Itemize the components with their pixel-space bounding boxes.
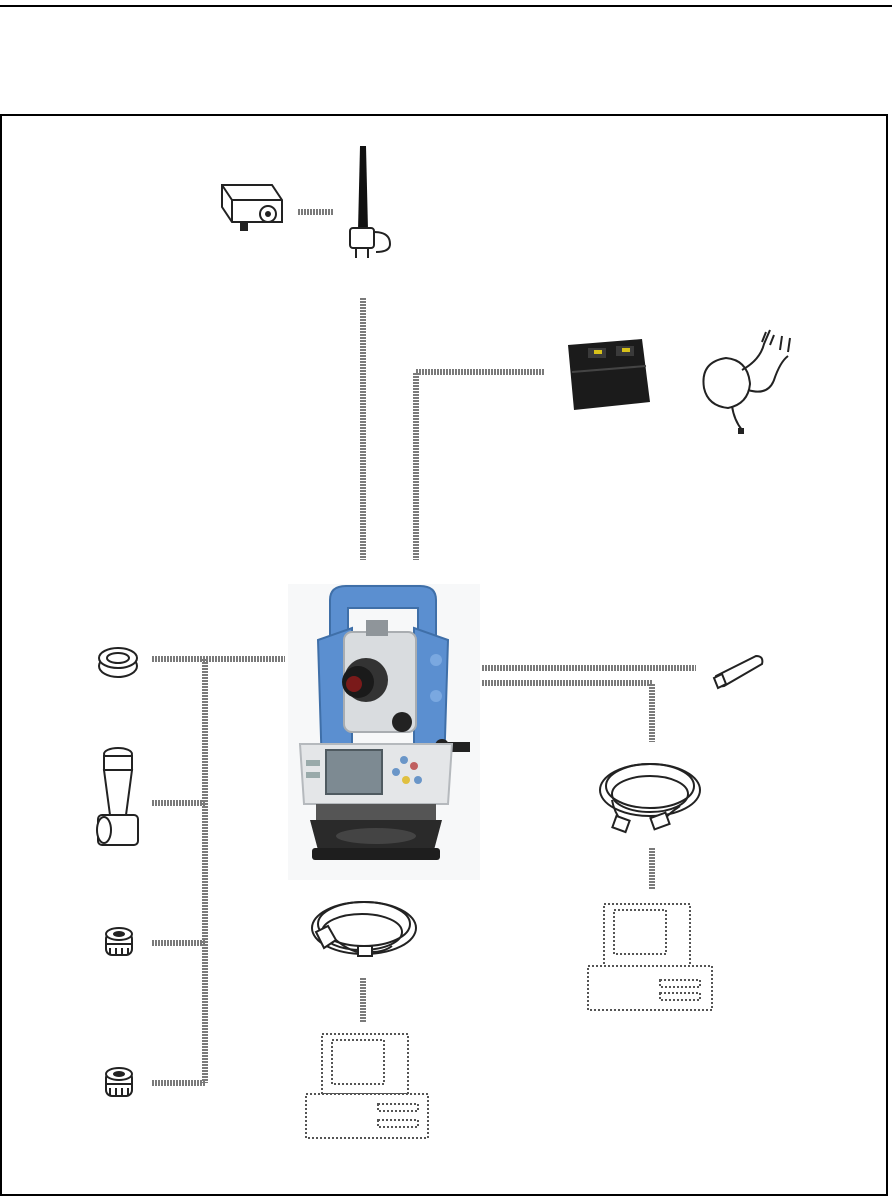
diagonal-eyepiece-icon bbox=[97, 748, 138, 845]
data-cable-icon bbox=[600, 764, 700, 832]
eyepiece-lens-icon bbox=[106, 1068, 132, 1096]
eyepiece-lens-icon bbox=[106, 928, 132, 955]
battery-charger-icon bbox=[568, 339, 650, 410]
ac-adapter-icon bbox=[703, 330, 790, 434]
antenna-icon bbox=[350, 146, 390, 258]
data-cable-icon bbox=[312, 902, 416, 956]
computer-icon bbox=[306, 1034, 428, 1138]
lens-cap-icon bbox=[99, 648, 137, 677]
usb-memory-icon bbox=[714, 656, 762, 688]
total-station-icon bbox=[288, 584, 480, 880]
connector-cable-right bbox=[482, 683, 652, 742]
computer-icon bbox=[588, 904, 712, 1010]
video-camera-icon bbox=[222, 185, 282, 231]
connector-charger-instrument bbox=[416, 372, 544, 560]
